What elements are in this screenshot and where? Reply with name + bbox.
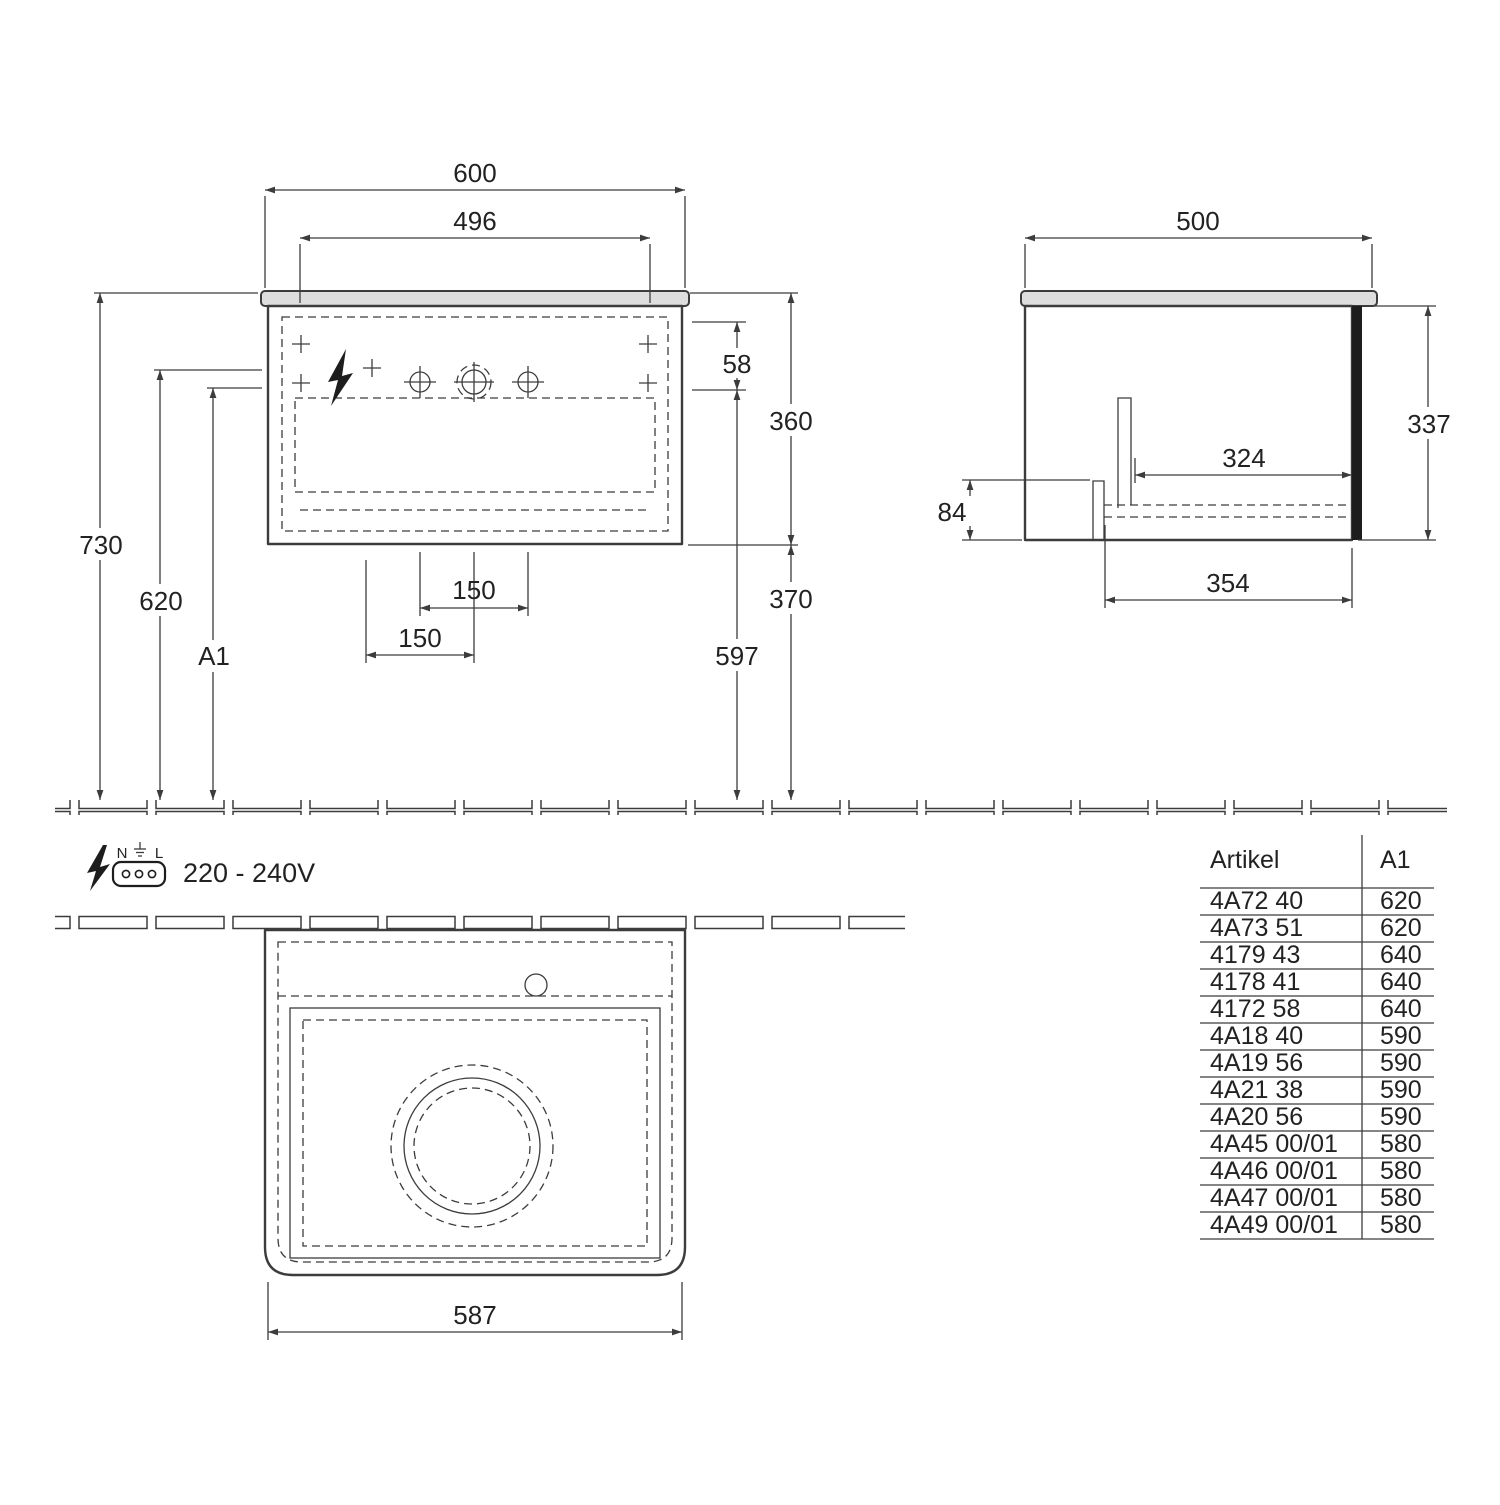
table-row: 4178 41 640	[1200, 968, 1434, 997]
front-inner-dashed	[281, 316, 669, 532]
dim-620-label: 620	[139, 586, 182, 616]
dim-150-lower-label: 150	[398, 623, 441, 653]
dim-496-label: 496	[453, 206, 496, 236]
mounting-cross-marks	[292, 335, 657, 392]
a1-cell: 580	[1380, 1130, 1422, 1158]
a1-cell: 580	[1380, 1157, 1422, 1185]
dim-500-label: 500	[1176, 206, 1219, 236]
table-row: 4A73 51 620	[1200, 914, 1434, 943]
terminal-block-icon	[111, 860, 167, 888]
a1-cell: 580	[1380, 1211, 1422, 1239]
plan-cabinet-outline	[263, 928, 687, 1277]
a1-cell: 580	[1380, 1184, 1422, 1212]
artikel-cell: 4A19 56	[1210, 1049, 1303, 1077]
table-row: 4A72 40 620	[1200, 887, 1434, 916]
table-row: 4A18 40 590	[1200, 1022, 1434, 1051]
artikel-cell: 4A73 51	[1210, 914, 1303, 942]
fixing-holes	[404, 362, 544, 402]
a1-cell: 620	[1380, 914, 1422, 942]
artikel-cell: 4179 43	[1210, 941, 1300, 969]
terminal-n-label: N	[117, 845, 128, 862]
front-cabinet-body	[266, 304, 684, 546]
dim-730-label: 730	[79, 530, 122, 560]
artikel-cell: 4A47 00/01	[1210, 1184, 1338, 1212]
dim-370-label: 370	[769, 584, 812, 614]
artikel-cell: 4A72 40	[1210, 887, 1303, 915]
dim-354-label: 354	[1206, 568, 1249, 598]
dim-360-label: 360	[769, 406, 812, 436]
power-bolt-icon	[87, 845, 110, 891]
dim-587-label: 587	[453, 1300, 496, 1330]
table-row: 4A46 00/01 580	[1200, 1157, 1434, 1186]
artikel-cell: 4A46 00/01	[1210, 1157, 1338, 1185]
plan-basin-cutout	[390, 1064, 554, 1228]
recess-notch	[1092, 480, 1105, 540]
voltage-label: 220 - 240V	[183, 858, 315, 888]
front-view	[260, 290, 690, 546]
side-view	[1020, 290, 1378, 542]
table-row: 4A47 00/01 580	[1200, 1184, 1434, 1213]
floor-hatch-line	[55, 800, 1447, 815]
front-console-top	[260, 290, 690, 307]
side-view-dimensions: 500 337 84 324 354	[930, 206, 1457, 608]
terminal-l-label: L	[155, 845, 163, 862]
electrical-spec: N L 220 - 240V	[87, 842, 315, 891]
dim-150-upper-label: 150	[452, 575, 495, 605]
artikel-cell: 4A45 00/01	[1210, 1130, 1338, 1158]
a1-cell: 640	[1380, 968, 1422, 996]
table-row: 4172 58 640	[1200, 995, 1434, 1024]
a1-cell: 590	[1380, 1049, 1422, 1077]
a1-cell: 640	[1380, 995, 1422, 1023]
table-row: 4A21 38 590	[1200, 1076, 1434, 1105]
artikel-cell: 4A49 00/01	[1210, 1211, 1338, 1239]
a1-cell: 590	[1380, 1103, 1422, 1131]
dim-84-label: 84	[938, 497, 967, 527]
artikel-cell: 4A18 40	[1210, 1022, 1303, 1050]
siphon-cutout	[1117, 397, 1132, 508]
side-console-top	[1020, 290, 1378, 307]
table-row: 4A19 56 590	[1200, 1049, 1434, 1078]
dim-597-label: 597	[715, 641, 758, 671]
table-row: 4A49 00/01 580	[1200, 1211, 1434, 1240]
table-header-a1: A1	[1380, 846, 1411, 874]
artikel-cell: 4172 58	[1210, 995, 1300, 1023]
plan-faucet-hole	[524, 973, 548, 997]
a1-cell: 590	[1380, 1076, 1422, 1104]
front-drawer-dashed	[294, 397, 656, 493]
article-table: Artikel A1 4A72 40 620 4A73 51 620 4179 …	[1200, 835, 1434, 1240]
earth-symbol-icon	[134, 842, 146, 857]
dim-337-label: 337	[1407, 409, 1450, 439]
plan-view: 587	[263, 928, 687, 1340]
table-row: 4A45 00/01 580	[1200, 1130, 1434, 1159]
artikel-cell: 4A21 38	[1210, 1076, 1303, 1104]
dim-a1-label: A1	[198, 641, 230, 671]
artikel-cell: 4178 41	[1210, 968, 1300, 996]
dim-324-label: 324	[1222, 443, 1265, 473]
table-row: 4A20 56 590	[1200, 1103, 1434, 1132]
a1-cell: 590	[1380, 1022, 1422, 1050]
artikel-cell: 4A20 56	[1210, 1103, 1303, 1131]
a1-cell: 620	[1380, 887, 1422, 915]
lightning-bolt-icon	[328, 349, 353, 406]
dim-600-label: 600	[453, 158, 496, 188]
front-view-dimensions: 600 496 730 620 A1 58 360 370	[73, 158, 819, 800]
wall-mount-rail	[1352, 306, 1362, 540]
table-header-artikel: Artikel	[1210, 846, 1279, 874]
dim-58-label: 58	[723, 349, 752, 379]
table-row: 4179 43 640	[1200, 941, 1434, 970]
a1-cell: 640	[1380, 941, 1422, 969]
plan-drawer-box	[289, 1007, 661, 1259]
wall-hatch-line	[55, 915, 905, 930]
